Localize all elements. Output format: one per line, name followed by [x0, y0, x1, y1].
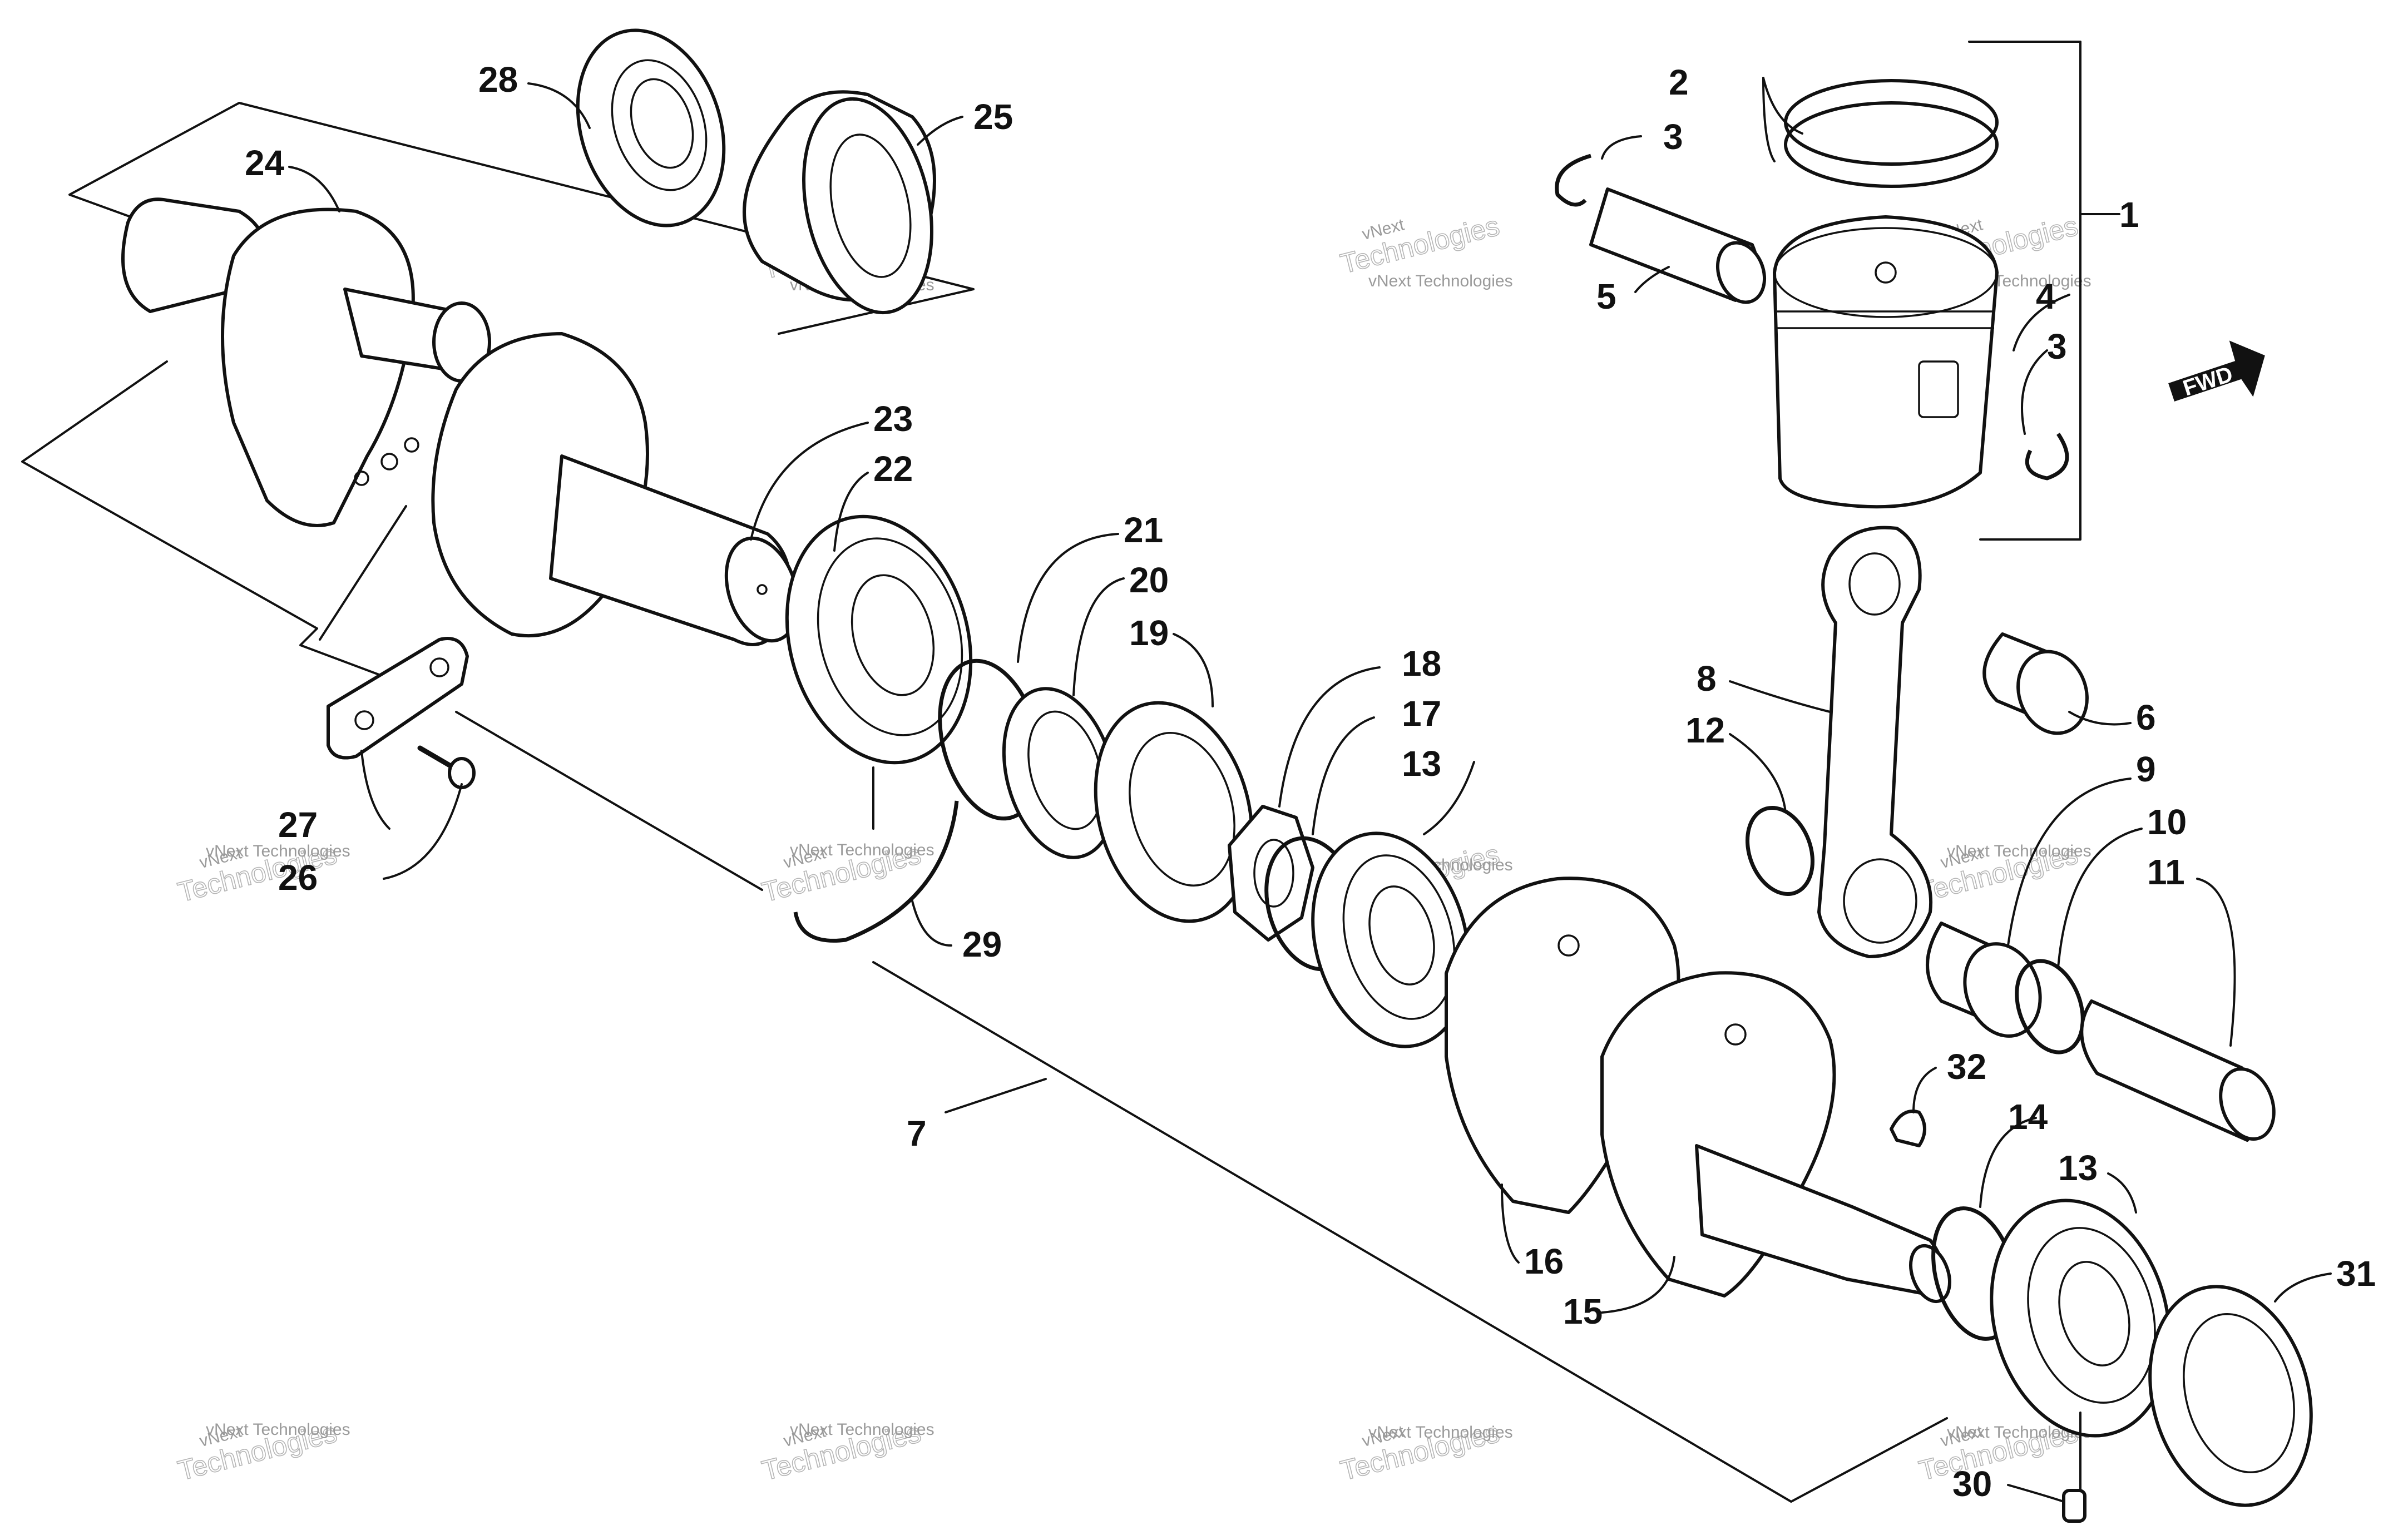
crankshaft-assembly-bracket	[21, 360, 390, 680]
piston-rings-2	[1784, 79, 1999, 188]
bearing-13-upper	[1311, 831, 1470, 1048]
screw-26	[417, 745, 476, 789]
crank-half-24	[121, 197, 491, 527]
label-22: 22	[873, 449, 913, 489]
label-26: 26	[278, 858, 318, 898]
watermark: vNext Technologies	[1337, 1417, 1502, 1487]
washer-12	[1746, 806, 1814, 896]
label-5: 5	[1596, 276, 1616, 316]
label-15: 15	[1563, 1291, 1603, 1331]
label-13-upper: 13	[1402, 744, 1441, 784]
crank-web-23	[431, 332, 800, 646]
label-17: 17	[1402, 694, 1441, 734]
oil-seal-19	[1094, 701, 1254, 923]
bearing-13-lower	[1990, 1199, 2171, 1438]
watermark: vNext Technologies	[174, 1417, 340, 1487]
label-3-upper: 3	[1663, 117, 1683, 157]
watermark-text: vNext Technologies	[1368, 272, 1513, 290]
piston-4	[1773, 215, 1999, 509]
needle-bearing-9	[1926, 922, 2042, 1038]
washer-10	[2015, 959, 2085, 1054]
crankshaft-assembly-bracket-bottom2	[872, 961, 1948, 1503]
circlip-3-upper	[1555, 153, 1591, 207]
crankshaft-assembly-bracket-left	[319, 505, 407, 641]
bearing-cage-25	[743, 90, 936, 315]
key-32	[1890, 1110, 1926, 1147]
label-4: 4	[2036, 276, 2056, 316]
circlip-3-lower	[2025, 433, 2069, 481]
fwd-badge-label: FWD	[2180, 362, 2236, 401]
label-1: 1	[2119, 195, 2139, 235]
label-18: 18	[1402, 643, 1441, 684]
label-25: 25	[973, 97, 1013, 137]
label-6: 6	[2136, 697, 2156, 737]
watermark-text: vNext Technologies	[790, 841, 934, 859]
watermark-text: vNext Technologies	[206, 1420, 350, 1439]
label-14: 14	[2008, 1097, 2048, 1137]
label-7: 7	[907, 1113, 927, 1153]
label-29: 29	[962, 924, 1002, 964]
label-13-lower: 13	[2058, 1148, 2098, 1188]
oil-seal-31	[2148, 1285, 2313, 1507]
label-11: 11	[2147, 852, 2185, 892]
watermark: vNext Technologies	[758, 1417, 924, 1487]
parts: FWD	[121, 28, 2313, 1523]
label-28: 28	[478, 60, 518, 100]
needle-bearing-6	[1982, 632, 2089, 735]
watermark-text: vNext Technologies	[1368, 1423, 1513, 1442]
watermark: vNext Technologies	[1337, 210, 1502, 280]
label-23: 23	[873, 399, 913, 439]
label-9: 9	[2136, 749, 2156, 789]
watermark-text: vNext Technologies	[790, 1420, 934, 1439]
label-2: 2	[1669, 62, 1689, 102]
connecting-rod-8	[1817, 526, 1933, 958]
label-20: 20	[1129, 560, 1169, 600]
label-10: 10	[2147, 802, 2187, 842]
plate-27	[327, 637, 469, 760]
crank-pin-11	[2080, 999, 2276, 1142]
piston-pin-5	[1589, 187, 1767, 304]
label-32: 32	[1947, 1047, 1986, 1087]
label-27: 27	[278, 805, 318, 845]
ball-bearing-22	[785, 514, 973, 765]
crank-web-15	[1600, 971, 1951, 1304]
label-19: 19	[1129, 613, 1169, 653]
snap-ring-29	[793, 800, 959, 943]
fwd-arrow-icon: FWD	[2168, 340, 2265, 402]
label-31: 31	[2336, 1254, 2376, 1294]
label-8: 8	[1697, 658, 1717, 699]
pin-30	[2062, 1489, 2086, 1523]
watermark-text: vNext Technologies	[206, 842, 350, 860]
label-30: 30	[1952, 1464, 1992, 1504]
leader-lines	[288, 77, 2332, 1503]
label-12: 12	[1685, 710, 1725, 750]
label-24: 24	[245, 143, 285, 183]
piston-assembly-bracket	[1968, 41, 2081, 541]
part-labels: 1 2 3 3 4 5 6 7 8 9 10 11 12 13 13 14 15…	[245, 60, 2376, 1504]
watermark: vNext Technologies	[758, 838, 924, 909]
label-3-lower: 3	[2047, 326, 2067, 367]
label-21: 21	[1124, 510, 1163, 550]
watermark: vNext Technologies	[1915, 838, 2081, 909]
watermark-text: vNext Technologies	[1947, 842, 2092, 860]
label-16: 16	[1524, 1241, 1564, 1281]
watermark-outline: Technologies	[1337, 210, 1502, 280]
crankshaft-assembly-bracket-bottom	[455, 711, 763, 891]
oil-seal-28	[576, 28, 726, 227]
